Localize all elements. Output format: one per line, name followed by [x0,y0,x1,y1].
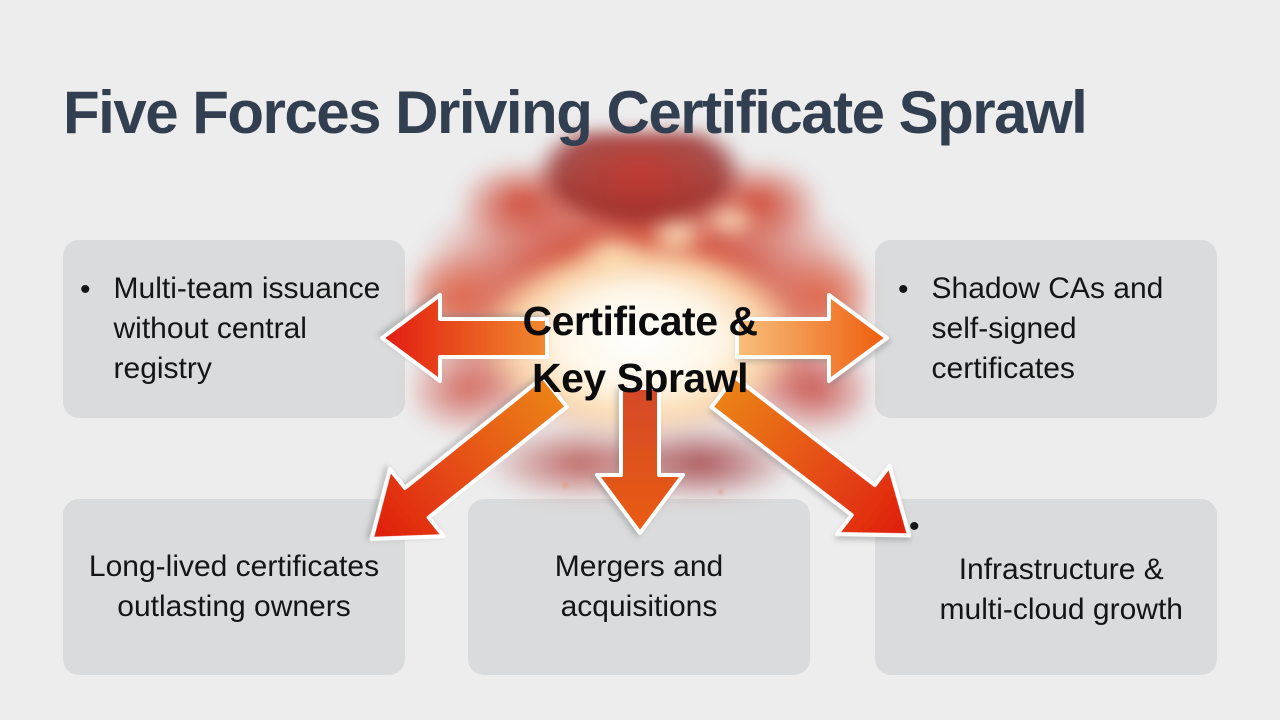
center-label: Certificate & Key Sprawl [522,298,758,401]
bullet-glyph: • [909,510,920,543]
box-text-multi-team-issuance: Multi-team issuance without central regi… [113,272,381,385]
box-infrastructure-multicloud: • Infrastructure & multi-cloud growth [875,499,1217,675]
box-shadow-cas: • Shadow CAs and self-signed certificate… [875,240,1217,418]
bullet-glyph: • [80,273,91,306]
box-text-shadow-cas: Shadow CAs and self-signed certificates [931,272,1164,385]
bullet-glyph: • [898,273,909,306]
box-multi-team-issuance: • Multi-team issuance without central re… [63,240,405,418]
explosion-sparks [540,465,750,510]
box-text-long-lived-certificates: Long-lived certificates outlasting owner… [88,550,380,623]
box-long-lived-certificates: Long-lived certificates outlasting owner… [63,499,405,675]
box-text-infrastructure-multicloud: Infrastructure & multi-cloud growth [939,553,1183,626]
box-mergers-acquisitions: Mergers and acquisitions [468,499,810,675]
box-text-mergers-acquisitions: Mergers and acquisitions [554,550,724,623]
slide-title: Five Forces Driving Certificate Sprawl [63,79,1088,146]
